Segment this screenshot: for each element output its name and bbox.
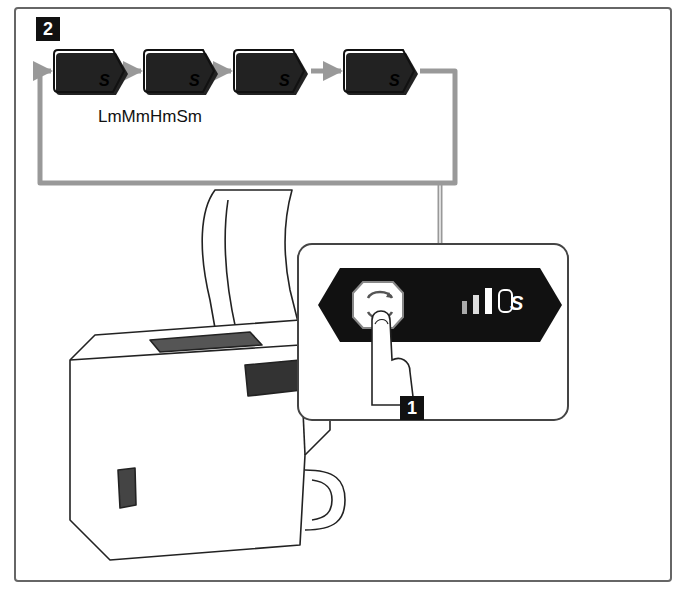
mode-text: LmMmHmSm: [98, 107, 202, 127]
cycle-arrow: [131, 69, 141, 74]
mode-panel: S: [232, 48, 310, 98]
mode-symbol: S: [279, 73, 290, 89]
panel-outline: [52, 48, 130, 98]
cycle-arrow: [221, 69, 231, 74]
mode-panel: S: [342, 48, 420, 98]
callout-number: 1: [400, 396, 424, 420]
callout-number: 2: [36, 17, 60, 41]
mode-symbol: S: [389, 73, 400, 89]
mode-symbol: S: [99, 73, 110, 89]
panel-outline: [142, 48, 220, 98]
mode-symbol: S: [510, 292, 523, 315]
cycle-arrow: [311, 69, 341, 74]
panel-outline: [232, 48, 310, 98]
mode-panel: S: [142, 48, 220, 98]
mode-symbol: S: [189, 73, 200, 89]
enlarged-panel: [298, 244, 568, 420]
panel-outline: [342, 48, 420, 98]
mode-panel: S: [52, 48, 130, 98]
